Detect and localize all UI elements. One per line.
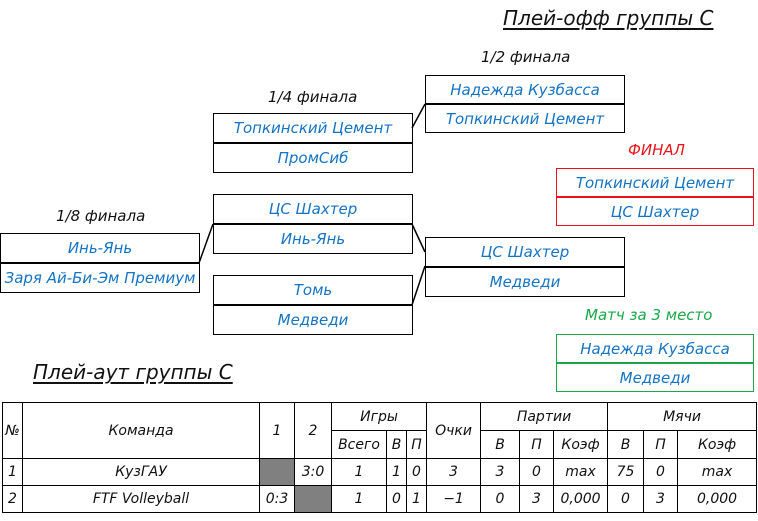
row-points: 3: [426, 458, 482, 486]
row-sets-won: 3: [480, 458, 521, 486]
row-balls-lost: 0: [643, 458, 679, 486]
row-team: FTF Volleyball: [22, 485, 260, 513]
round-label-r4: 1/4 финала: [268, 88, 358, 106]
header-opponent-1: 1: [259, 402, 295, 459]
row-sets-coef: 0,000: [553, 485, 609, 513]
table-row: 2 FTF Volleyball 0:3 1 0 1 −1 0 3 0,000 …: [2, 485, 758, 513]
header-games: Игры: [330, 402, 428, 431]
row-games-lost: 1: [405, 485, 428, 513]
header-team: Команда: [22, 402, 260, 459]
final-team-cell: ЦС Шахтер: [556, 197, 754, 226]
round-label-final: ФИНАЛ: [628, 141, 685, 159]
table-row: 1 КузГАУ 3:0 1 1 0 3 3 0 max 75 0 max: [2, 458, 758, 486]
header-opponent-2: 2: [294, 402, 332, 459]
playoff-title: Плей-офф группы С: [503, 6, 714, 30]
row-games-won: 0: [386, 485, 407, 513]
team-cell: ПромСиб: [213, 143, 413, 173]
row-num: 1: [2, 458, 23, 486]
header-games-lost: П: [405, 430, 428, 459]
header-points: Очки: [426, 402, 482, 459]
row-balls-lost: 3: [643, 485, 679, 513]
row-games-total: 1: [331, 485, 387, 513]
header-balls-coef: Коэф: [677, 430, 758, 459]
row-self-cell: [259, 458, 295, 486]
team-cell: Инь-Янь: [213, 224, 413, 254]
row-score-vs-2: 3:0: [294, 458, 332, 486]
row-games-lost: 0: [405, 458, 428, 486]
connector-r8-r4: [198, 223, 214, 264]
header-sets-won: В: [480, 430, 521, 459]
round-label-r8: 1/8 финала: [56, 207, 146, 225]
connector-r4b-r2b: [411, 223, 426, 253]
header-sets-lost: П: [519, 430, 555, 459]
row-balls-won: 0: [607, 485, 645, 513]
bracket-connectors: [198, 103, 426, 306]
team-cell: Заря Ай-Би-Эм Премиум: [0, 263, 200, 293]
round-label-r2: 1/2 финала: [481, 48, 571, 66]
header-balls-won: В: [607, 430, 645, 459]
playout-title: Плей-аут группы С: [33, 360, 233, 384]
header-balls-lost: П: [643, 430, 679, 459]
row-balls-won: 75: [607, 458, 645, 486]
row-score-vs-1: 0:3: [259, 485, 295, 513]
row-points: −1: [426, 485, 482, 513]
header-games-total: Всего: [331, 430, 387, 459]
row-games-total: 1: [331, 458, 387, 486]
header-games-won: В: [386, 430, 407, 459]
header-balls: Мячи: [607, 402, 758, 431]
team-cell: Инь-Янь: [0, 233, 200, 263]
team-cell: Медведи: [213, 305, 413, 335]
team-cell: Медведи: [425, 267, 625, 297]
third-place-team-cell: Медведи: [556, 363, 754, 392]
row-balls-coef: 0,000: [677, 485, 758, 513]
team-cell: Надежда Кузбасса: [425, 75, 625, 104]
round-label-third-place: Матч за 3 место: [585, 306, 713, 324]
header-sets: Партии: [480, 402, 609, 431]
team-cell: Томь: [213, 275, 413, 305]
connector-r4c-r2b: [411, 265, 426, 306]
row-games-won: 1: [386, 458, 407, 486]
row-team: КузГАУ: [22, 458, 260, 486]
header-num: №: [2, 402, 23, 459]
third-place-team-cell: Надежда Кузбасса: [556, 334, 754, 363]
row-self-cell: [294, 485, 332, 513]
team-cell: Топкинский Цемент: [213, 113, 413, 143]
row-sets-coef: max: [553, 458, 609, 486]
team-cell: Топкинский Цемент: [425, 104, 625, 133]
row-num: 2: [2, 485, 23, 513]
connector-r4a-r2a: [411, 103, 426, 129]
row-sets-won: 0: [480, 485, 521, 513]
playout-standings-table: № Команда 1 2 Игры Очки Партии Мячи Всег…: [2, 402, 758, 513]
team-cell: ЦС Шахтер: [425, 237, 625, 267]
row-sets-lost: 0: [519, 458, 555, 486]
header-sets-coef: Коэф: [553, 430, 609, 459]
team-cell: ЦС Шахтер: [213, 194, 413, 224]
row-sets-lost: 3: [519, 485, 555, 513]
row-balls-coef: max: [677, 458, 758, 486]
final-team-cell: Топкинский Цемент: [556, 168, 754, 197]
